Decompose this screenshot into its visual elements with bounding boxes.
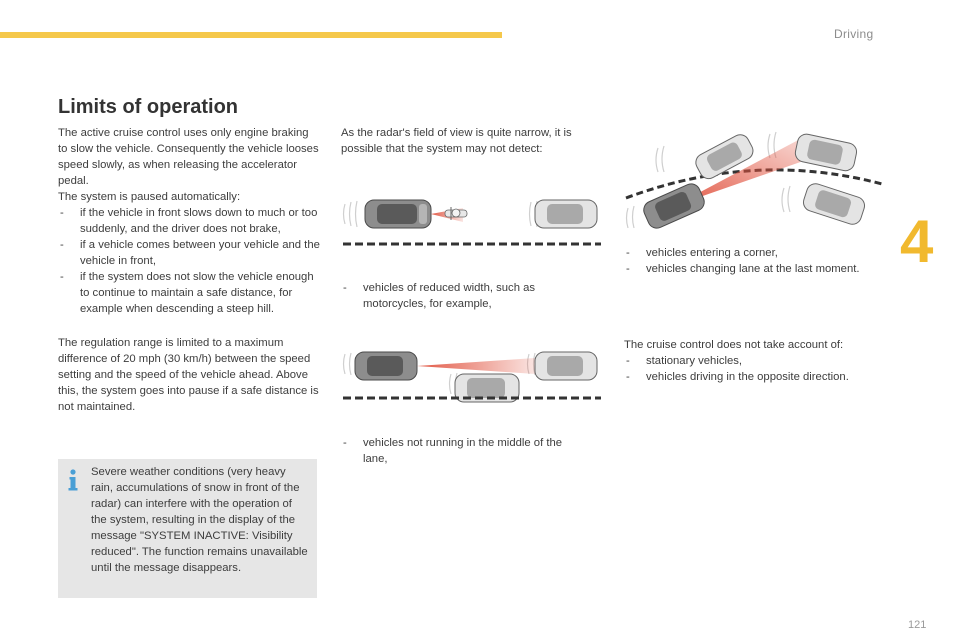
list-item: if the vehicle in front slows down to mu…	[58, 205, 320, 237]
diagram-motorcycle	[342, 199, 601, 246]
paused-list: if the vehicle in front slows down to mu…	[58, 205, 320, 317]
column-1: The active cruise control uses only engi…	[58, 125, 320, 415]
column-3-note: The cruise control does not take account…	[624, 337, 914, 385]
lane-marking	[625, 168, 883, 200]
car-own	[643, 183, 705, 229]
diagram-offset-vehicle	[342, 351, 601, 403]
page-title: Limits of operation	[58, 96, 238, 118]
list-item: vehicles changing lane at the last momen…	[624, 261, 914, 277]
note-list: stationary vehicles, vehicles driving in…	[624, 353, 914, 385]
paused-heading: The system is paused automatically:	[58, 191, 241, 203]
car-ahead	[534, 351, 598, 381]
regulation-paragraph: The regulation range is limited to a max…	[58, 337, 319, 413]
list-item: vehicles of reduced width, such as motor…	[341, 280, 581, 312]
list-item: stationary vehicles,	[624, 353, 914, 369]
info-icon	[68, 469, 78, 491]
motion-trail	[342, 200, 538, 228]
list-item: vehicles entering a corner,	[624, 245, 914, 261]
info-text: Severe weather conditions (very heavy ra…	[91, 466, 308, 574]
info-box: Severe weather conditions (very heavy ra…	[58, 459, 317, 598]
section-label: Driving	[834, 27, 874, 41]
car-lane-change	[802, 183, 866, 225]
car-ahead	[534, 199, 598, 229]
radar-beam	[417, 358, 535, 374]
car-own	[354, 351, 418, 381]
car-own	[364, 199, 432, 229]
column-3-list: vehicles entering a corner, vehicles cha…	[624, 245, 914, 277]
motorcycle	[444, 207, 468, 220]
motion-trail	[625, 131, 791, 229]
column-2-intro: As the radar's field of view is quite na…	[341, 127, 572, 155]
list-item: if a vehicle comes between your vehicle …	[58, 237, 320, 269]
car-ahead	[794, 133, 858, 172]
car-corner	[695, 134, 754, 180]
column-2-list-1: vehicles of reduced width, such as motor…	[341, 280, 581, 312]
list-item: if the system does not slow the vehicle …	[58, 269, 320, 317]
note-heading: The cruise control does not take account…	[624, 339, 844, 351]
page-number: 121	[908, 619, 927, 631]
header-accent-bar	[0, 32, 502, 38]
car-offset	[454, 373, 520, 403]
diagram-corner	[625, 131, 883, 229]
intro-paragraph: The active cruise control uses only engi…	[58, 127, 319, 187]
radar-beam	[674, 138, 812, 206]
column-2-list-2: vehicles not running in the middle of th…	[341, 435, 581, 467]
list-item: vehicles not running in the middle of th…	[341, 435, 581, 467]
list-item: vehicles driving in the opposite directi…	[624, 369, 914, 385]
